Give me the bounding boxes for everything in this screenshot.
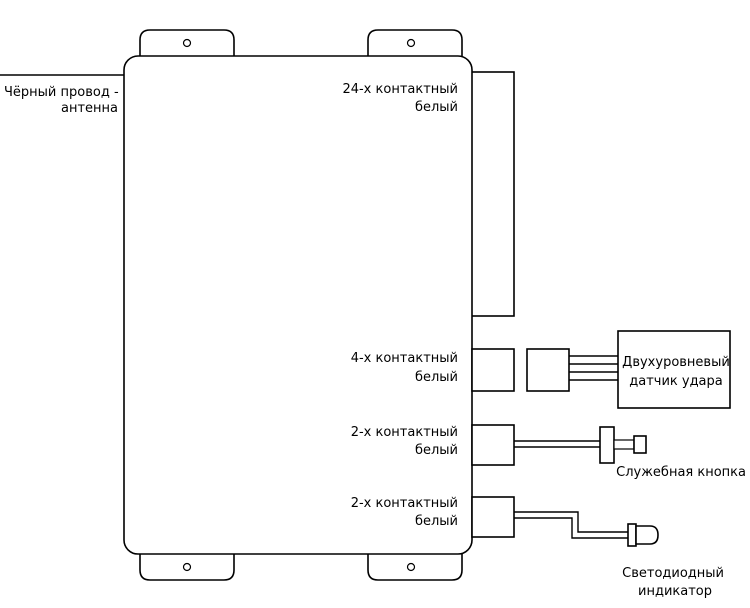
led-wires [514,511,628,539]
connector-2pin-a [471,424,515,466]
connector-4pin-label-1: 4-х контактный [351,351,458,366]
main-unit-body [123,55,473,555]
led-indicator-label-1: Светодиодный [622,566,724,581]
button-wires [514,440,600,448]
mount-tab-top-left [139,29,235,58]
led-base [627,523,637,547]
service-button-cap [633,435,647,454]
service-button-housing [599,426,615,464]
connector-2pin-a-label-2: белый [415,443,458,458]
connector-4pin-plug [526,348,570,392]
shock-sensor-label-1: Двухуровневый [622,355,730,370]
connector-2pin-b-label-2: белый [415,514,458,529]
antenna-label-2: антенна [61,101,118,116]
sensor-wires [569,355,618,381]
mount-tab-bottom-right [367,552,463,581]
connector-2pin-b [471,496,515,538]
connector-24pin-label-1: 24-х контактный [342,82,458,97]
connector-4pin-socket [471,348,515,392]
shock-sensor-box [617,330,731,409]
led-indicator-label-2: индикатор [638,584,712,599]
antenna-label-1: Чёрный провод - [4,85,119,100]
connector-2pin-b-label-1: 2-х контактный [351,496,458,511]
led-indicator-icon [635,525,659,545]
connector-4pin-label-2: белый [415,370,458,385]
shock-sensor-label-2: датчик удара [629,374,723,389]
connector-2pin-a-label-1: 2-х контактный [351,425,458,440]
mount-tab-top-right [367,29,463,58]
mount-tab-bottom-left-visible-final [139,552,235,581]
service-button-stem [613,439,635,450]
service-button-label: Служебная кнопка [616,465,746,480]
connector-24pin [469,71,515,317]
connector-24pin-label-2: белый [415,100,458,115]
